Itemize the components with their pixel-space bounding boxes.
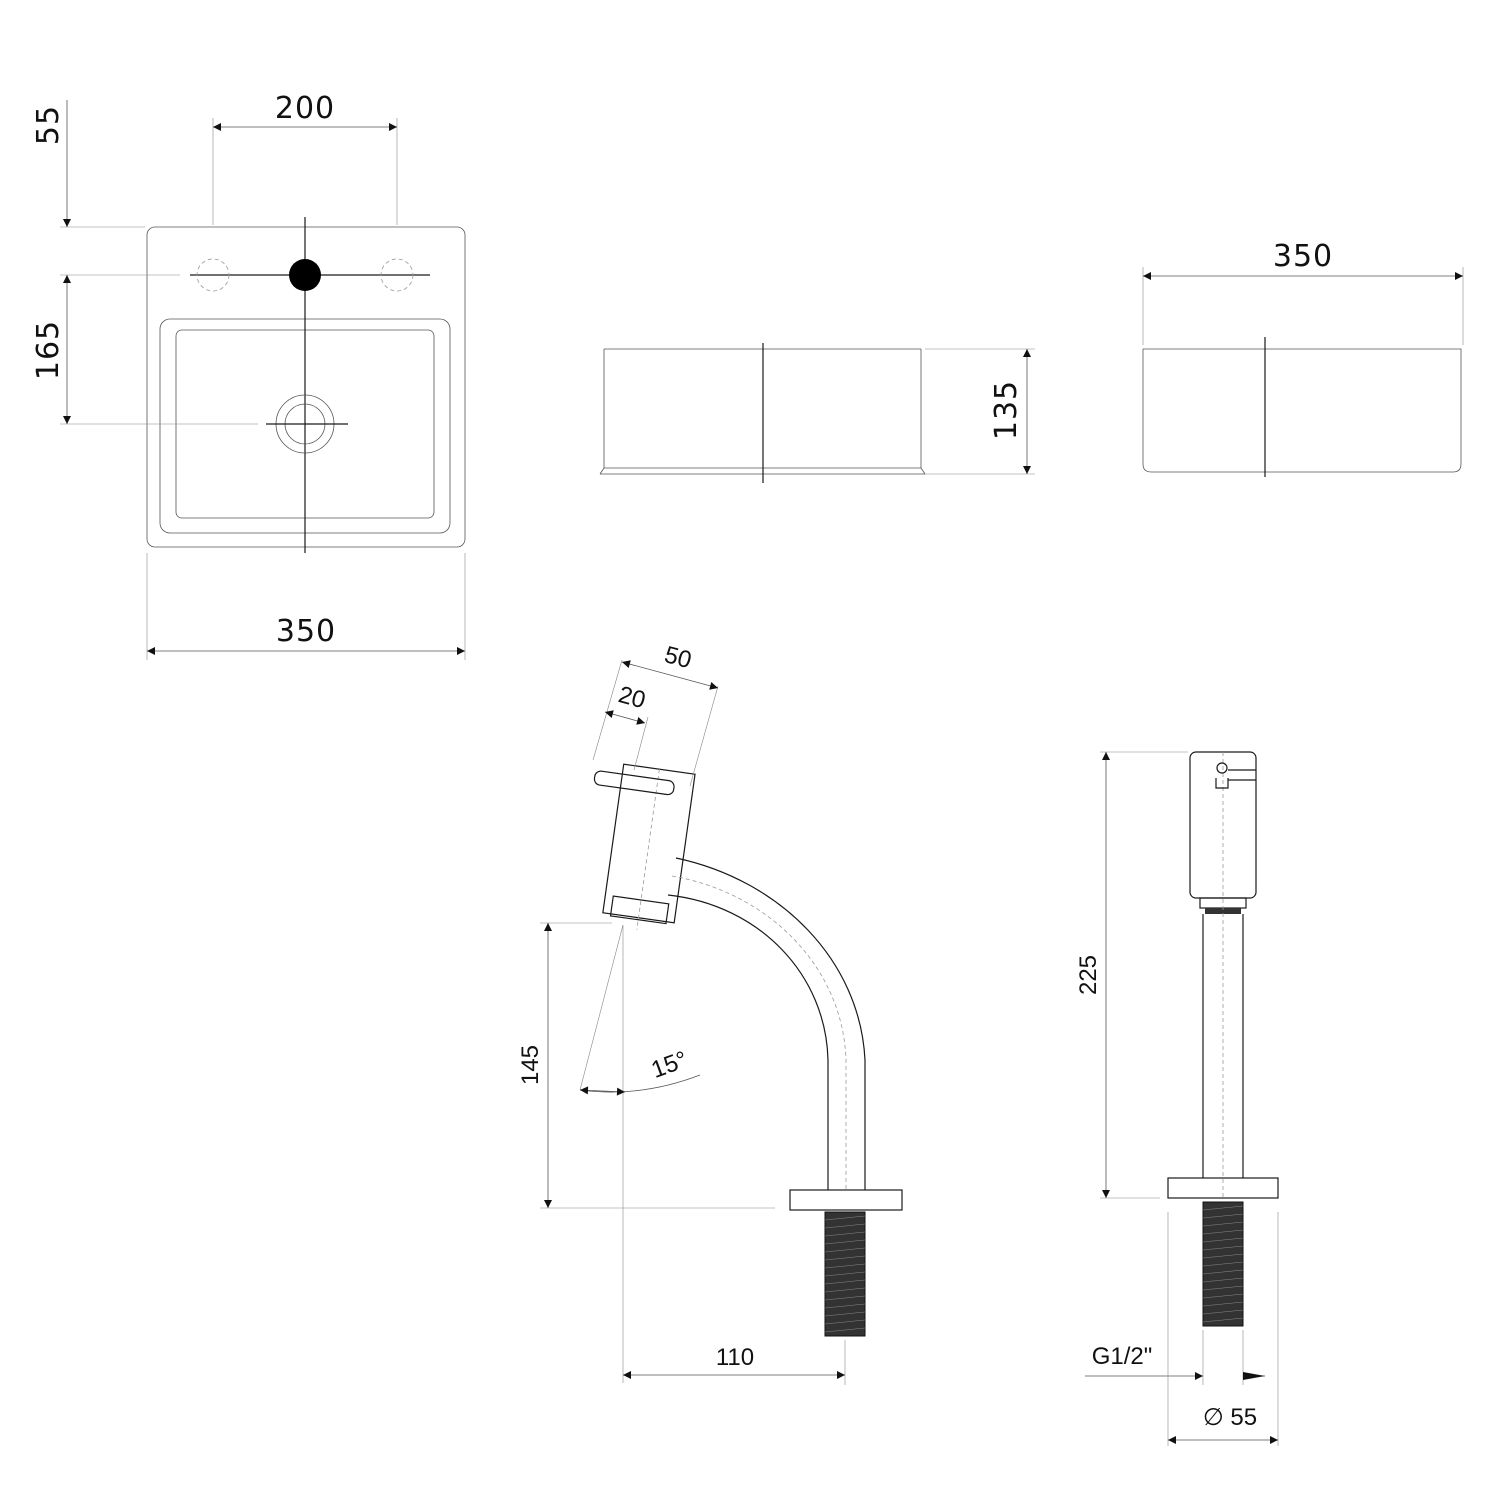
dim-angle: 15° <box>648 1046 691 1084</box>
dim-basin-width: 350 <box>276 614 336 649</box>
faucet-base <box>789 1189 903 1211</box>
dim-hole-to-drain: 165 <box>31 320 66 380</box>
tap-hole-option-right <box>380 258 414 292</box>
dim-top-width: 50 <box>662 641 695 674</box>
tap-hole <box>289 259 321 291</box>
dim-spout-height: 145 <box>517 1045 544 1085</box>
dim-handle: 20 <box>616 681 649 714</box>
tap-hole-option-left <box>196 258 230 292</box>
thread-size: G1/2" <box>1092 1343 1153 1370</box>
dim-basin-height: 135 <box>989 380 1024 440</box>
basin-side-view: 350 <box>1142 239 1464 477</box>
dim-side-width: 350 <box>1273 239 1333 274</box>
dim-diameter: ∅ 55 <box>1203 1404 1257 1431</box>
faucet-side-view: 15° 50 20 145 110 <box>517 641 903 1385</box>
basin-front-view: 135 <box>599 343 1035 483</box>
dim-reach: 110 <box>716 1344 754 1371</box>
dim-faucet-height: 225 <box>1075 955 1102 995</box>
basin-outline <box>146 226 466 548</box>
dim-hole-spacing: 200 <box>275 91 335 126</box>
dim-back-offset: 55 <box>31 105 66 145</box>
faucet-handle <box>593 770 675 796</box>
basin-top-view: 200 55 165 350 <box>31 91 466 660</box>
faucet-front-view: 225 G1/2" ∅ 55 <box>1075 751 1279 1446</box>
